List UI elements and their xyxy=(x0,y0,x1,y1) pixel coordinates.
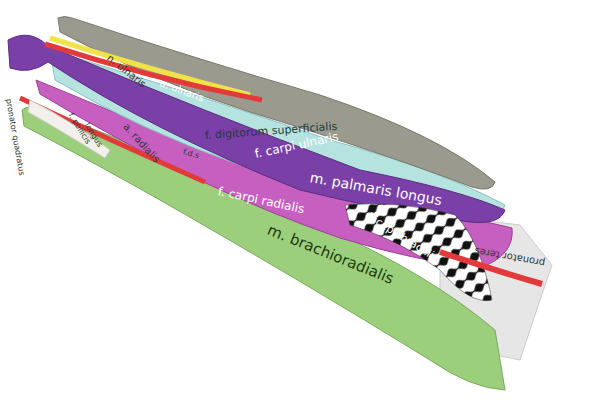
stage: n. ulnarisa. ulnarisf. carpi ulnarisf. d… xyxy=(0,0,600,400)
forearm-illustration xyxy=(0,0,600,400)
